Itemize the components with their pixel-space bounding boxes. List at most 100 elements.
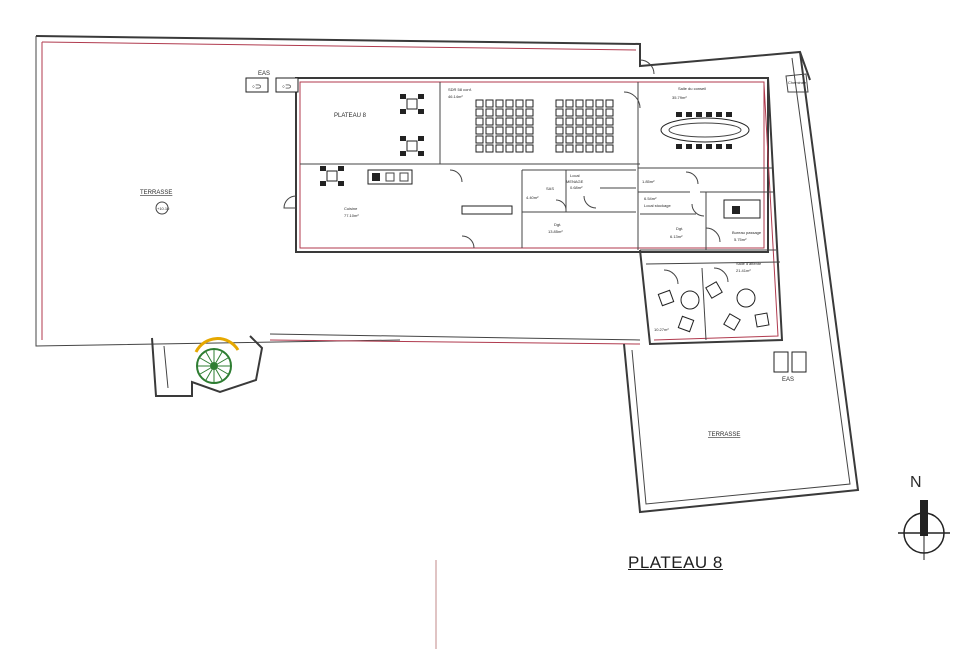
stair-step [217,367,229,375]
sdr-seating [475,99,614,153]
salon-area: 10.27m² [654,327,669,332]
level-marker-icon [155,201,169,215]
table-group-2 [400,136,424,156]
sdr-seat [575,117,584,126]
local-stockage-area: 6.54m² [644,196,657,201]
waiting-label: Salle d'attente [736,261,762,266]
stair-step [199,367,211,375]
bureau-area: 5.75m² [734,237,747,242]
sdr-seat [585,117,594,126]
sas-area: 4.40m² [526,195,539,200]
council-chair [726,112,732,117]
sdr-seat [495,126,504,135]
eas-top-label: EAS [258,71,270,77]
council-chair [676,112,682,117]
north-arrow-icon: N [898,474,950,560]
sdr-seat [475,117,484,126]
sdr-seat [575,144,584,153]
sdr-seat [565,144,574,153]
sdr-seat [575,126,584,135]
stair-step [199,357,211,365]
waiting-area: 21.41m² [736,268,751,273]
sdr-seat [555,117,564,126]
sdr-seat [595,108,604,117]
sdr-seat [475,108,484,117]
right-terrace-label: TERRASSE [708,432,740,438]
council-chair [716,112,722,117]
council-label: Salle du conseil [678,86,706,91]
sdr-seat [565,117,574,126]
dgt-center-label: Dgt. [554,222,561,227]
council-chair [676,144,682,149]
sdr-seat [555,126,564,135]
council-area: 35.79m² [672,95,687,100]
sdr-area: 46.14m² [448,94,463,99]
sdr-seat [495,135,504,144]
council-chair [686,144,692,149]
eas-bottom: EAS [773,351,807,383]
right-outer-wall [623,51,860,514]
council-chair [716,144,722,149]
sdr-seat [605,126,614,135]
stair-step [205,369,213,381]
sdr-seat [525,135,534,144]
sdr-seat [555,99,564,108]
table-group-3 [320,166,344,186]
eas-top-icon: ◦⊃ [252,82,262,91]
sdr-seat [595,126,604,135]
sdr-seat [475,144,484,153]
sdr-seat [605,135,614,144]
sdr-seat [505,108,514,117]
sdr-seat [505,126,514,135]
eas-top-icon-2: ◦⊃ [282,82,292,91]
sdr-seat [525,99,534,108]
sdr-seat [525,117,534,126]
sdr-seat [605,117,614,126]
dgt-right-area: 6.13m² [670,234,683,239]
stair-steps [197,349,231,383]
sdr-seat [485,144,494,153]
sdr-seat [505,144,514,153]
sdr-seat [555,108,564,117]
sdr-seat [605,108,614,117]
dgt-center-area: 13.85m² [548,229,563,234]
stair-step [205,351,213,363]
sdr-seat [495,117,504,126]
sdr-seat [515,144,524,153]
sdr-seat [565,126,574,135]
sdr-seat [515,108,524,117]
sdr-seat [485,99,494,108]
stair-step [215,351,223,363]
sdr-seat [485,135,494,144]
sdr-seat [595,135,604,144]
sdr-seat [495,108,504,117]
sdr-seat [575,135,584,144]
chimney-label: Cheminée [788,80,807,85]
sdr-seat [495,99,504,108]
sdr-seat [595,144,604,153]
council-chair [696,144,702,149]
sdr-seat [485,108,494,117]
sas-label: SAS [546,186,554,191]
kitchen-area: 77.10m² [344,213,359,218]
sdr-seat [595,99,604,108]
sdr-seat [605,99,614,108]
door-swings [283,59,729,285]
sdr-seat [585,144,594,153]
plateau-room-label: PLATEAU 8 [334,113,367,119]
dgt-right-label: Dgt. [676,226,683,231]
council-chair [696,112,702,117]
waiting-room-furniture [657,281,770,333]
sdr-seat [475,135,484,144]
council-chair [706,112,712,117]
sdr-seat [475,126,484,135]
sdr-seat [585,99,594,108]
outer-terrace-boundary [35,35,811,347]
sdr-seat [485,126,494,135]
local-stockage-label: Local stockage [644,203,671,208]
local-menage-label: Local [570,173,580,178]
sdr-seat [515,99,524,108]
spiral-staircase [151,335,264,397]
plan-title: PLATEAU 8 [628,553,723,572]
